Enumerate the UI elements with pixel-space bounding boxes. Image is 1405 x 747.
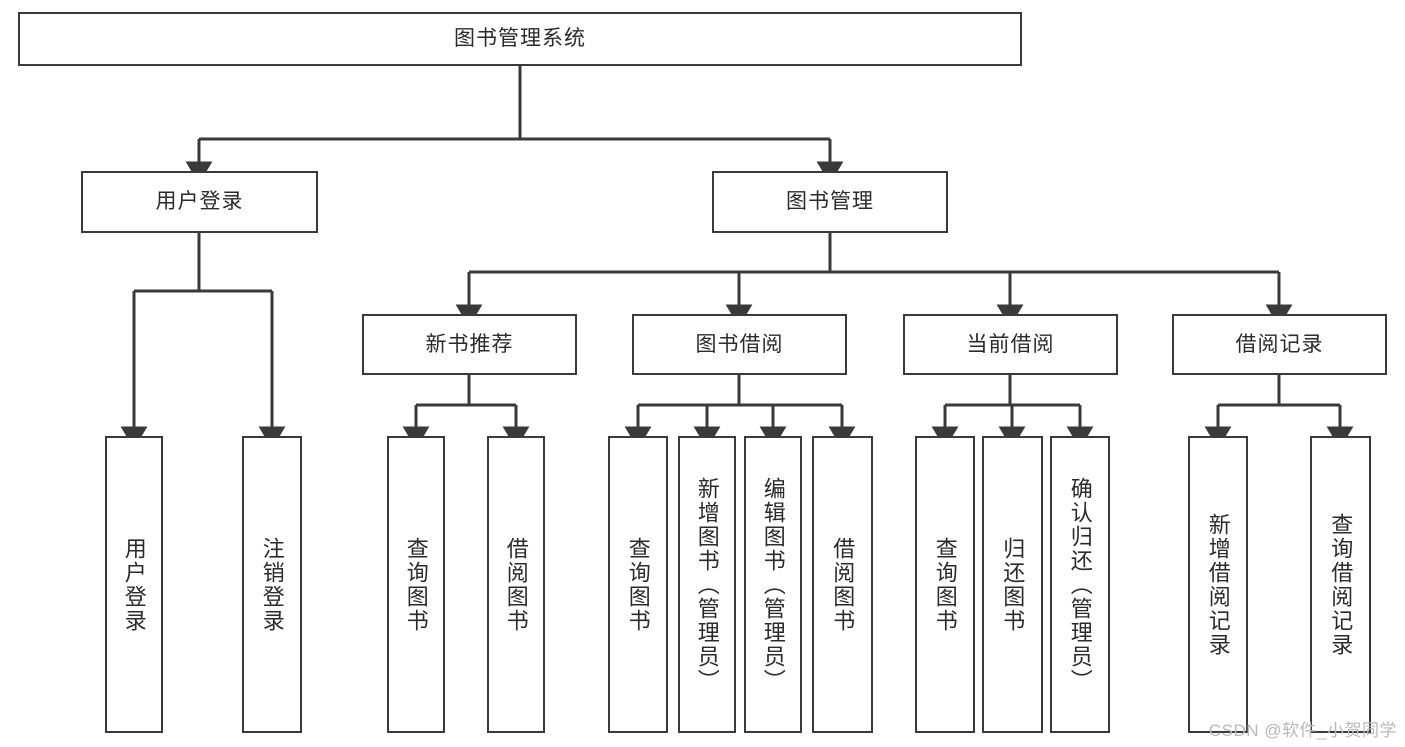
node-borrow-record[interactable]: 借阅记录 [1172, 314, 1387, 375]
leaf-query-book-rec[interactable]: 查询图书 [387, 436, 445, 733]
leaf-confirm-return-admin[interactable]: 确认归还（管理员） [1050, 436, 1110, 733]
node-borrow-record-label: 借阅记录 [1235, 332, 1324, 356]
leaf-borrow-book-label: 借阅图书 [830, 536, 856, 633]
node-root-label: 图书管理系统 [454, 27, 586, 51]
node-book-borrow[interactable]: 图书借阅 [632, 314, 847, 375]
leaf-add-book-admin[interactable]: 新增图书（管理员） [678, 436, 736, 733]
node-book-manage-label: 图书管理 [786, 190, 874, 214]
leaf-return-book[interactable]: 归还图书 [982, 436, 1043, 733]
node-user-login[interactable]: 用户登录 [81, 171, 318, 233]
leaf-query-borrow-record[interactable]: 查询借阅记录 [1310, 436, 1371, 733]
leaf-edit-book-admin-label: 编辑图书（管理员） [760, 476, 786, 693]
leaf-add-book-admin-label: 新增图书（管理员） [694, 476, 720, 693]
leaf-borrow-book-rec[interactable]: 借阅图书 [487, 436, 545, 733]
leaf-query-book-borrow[interactable]: 查询图书 [608, 436, 668, 733]
node-current-borrow-label: 当前借阅 [966, 332, 1055, 356]
leaf-query-book-rec-label: 查询图书 [403, 536, 429, 633]
leaf-borrow-book-rec-label: 借阅图书 [503, 536, 529, 633]
node-current-borrow[interactable]: 当前借阅 [903, 314, 1118, 375]
leaf-query-book-current[interactable]: 查询图书 [915, 436, 975, 733]
leaf-user-login[interactable]: 用户登录 [105, 436, 163, 733]
leaf-confirm-return-admin-label: 确认归还（管理员） [1067, 476, 1093, 693]
node-user-login-label: 用户登录 [155, 190, 244, 214]
node-root[interactable]: 图书管理系统 [18, 12, 1022, 66]
leaf-logout-label: 注销登录 [259, 536, 285, 633]
leaf-user-login-label: 用户登录 [121, 536, 147, 633]
leaf-add-borrow-record[interactable]: 新增借阅记录 [1188, 436, 1248, 733]
leaf-query-borrow-record-label: 查询借阅记录 [1328, 512, 1354, 657]
node-book-manage[interactable]: 图书管理 [712, 171, 948, 233]
leaf-add-borrow-record-label: 新增借阅记录 [1205, 512, 1231, 657]
node-new-book-recommend-label: 新书推荐 [425, 332, 514, 356]
leaf-borrow-book[interactable]: 借阅图书 [812, 436, 873, 733]
leaf-query-book-current-label: 查询图书 [932, 536, 958, 633]
node-new-book-recommend[interactable]: 新书推荐 [362, 314, 577, 375]
leaf-query-book-borrow-label: 查询图书 [625, 536, 651, 633]
leaf-logout[interactable]: 注销登录 [242, 436, 302, 733]
node-book-borrow-label: 图书借阅 [695, 332, 784, 356]
leaf-return-book-label: 归还图书 [1000, 536, 1026, 633]
leaf-edit-book-admin[interactable]: 编辑图书（管理员） [744, 436, 802, 733]
